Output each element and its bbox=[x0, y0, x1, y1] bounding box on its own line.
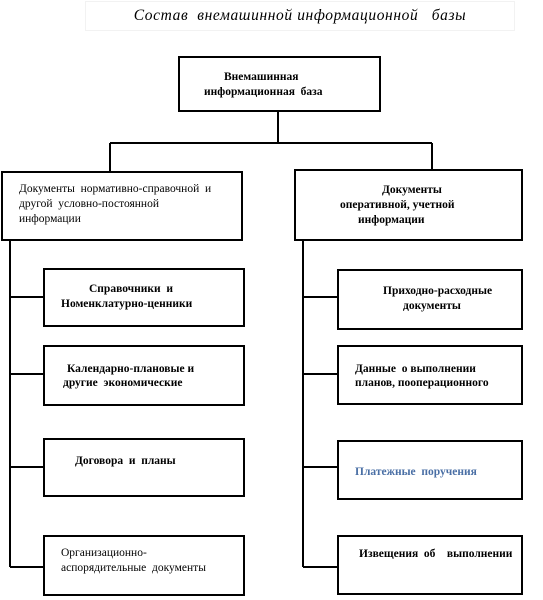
left-item-1-line-2: Номенклатурно-ценники bbox=[61, 298, 193, 310]
left-item-2: Календарно-плановые и другие экономическ… bbox=[43, 345, 245, 406]
left-branch-node: Документы нормативно-справочной и другой… bbox=[1, 171, 243, 241]
right-item-2-line-1: Данные о выполнении bbox=[355, 363, 476, 375]
right-item-1-line-2: документы bbox=[403, 300, 461, 312]
right-item-1-line-1: Приходно-расходные bbox=[383, 285, 493, 297]
right-item-4: Извещения об выполнении bbox=[337, 535, 523, 595]
root-node: Внемашинная информационная база bbox=[178, 56, 381, 112]
root-line-1: Внемашинная bbox=[224, 71, 299, 83]
right-item-3-line-1: Платежные поручения bbox=[355, 466, 477, 478]
right-item-2: Данные о выполнении планов, пооперационн… bbox=[337, 345, 523, 405]
right-item-3: Платежные поручения bbox=[337, 440, 523, 500]
diagram-title: Состав внемашинной информационной базы bbox=[133, 7, 467, 24]
right-branch-node: Документы оперативной, учетной информаци… bbox=[294, 169, 523, 241]
left-item-1-line-1: Справочники и bbox=[89, 283, 174, 295]
left-item-4: Организационно- аспорядительные документ… bbox=[43, 535, 245, 596]
left-item-2-line-2: другие экономические bbox=[63, 377, 183, 389]
right-item-2-line-2: планов, пооперационного bbox=[355, 377, 489, 389]
right-branch-line-2: оперативной, учетной bbox=[340, 199, 455, 211]
left-item-4-line-2: аспорядительные документы bbox=[61, 562, 206, 574]
right-branch-line-3: информации bbox=[358, 214, 425, 226]
left-branch-line-3: информации bbox=[19, 213, 81, 225]
left-item-3: Договора и планы bbox=[43, 438, 245, 497]
left-item-2-line-1: Календарно-плановые и bbox=[67, 363, 195, 375]
left-item-4-line-1: Организационно- bbox=[61, 547, 147, 559]
left-item-3-line-1: Договора и планы bbox=[75, 455, 176, 467]
right-branch-line-1: Документы bbox=[382, 184, 442, 196]
root-line-2: информационная база bbox=[204, 86, 323, 98]
left-branch-line-1: Документы нормативно-справочной и bbox=[19, 183, 212, 195]
right-item-4-line-1: Извещения об выполнении bbox=[359, 548, 513, 560]
title-box: Состав внемашинной информационной базы bbox=[86, 2, 514, 30]
left-branch-line-2: другой условно-постоянной bbox=[19, 198, 159, 210]
left-item-1: Справочники и Номенклатурно-ценники bbox=[43, 268, 245, 327]
right-item-1: Приходно-расходные документы bbox=[337, 269, 523, 330]
